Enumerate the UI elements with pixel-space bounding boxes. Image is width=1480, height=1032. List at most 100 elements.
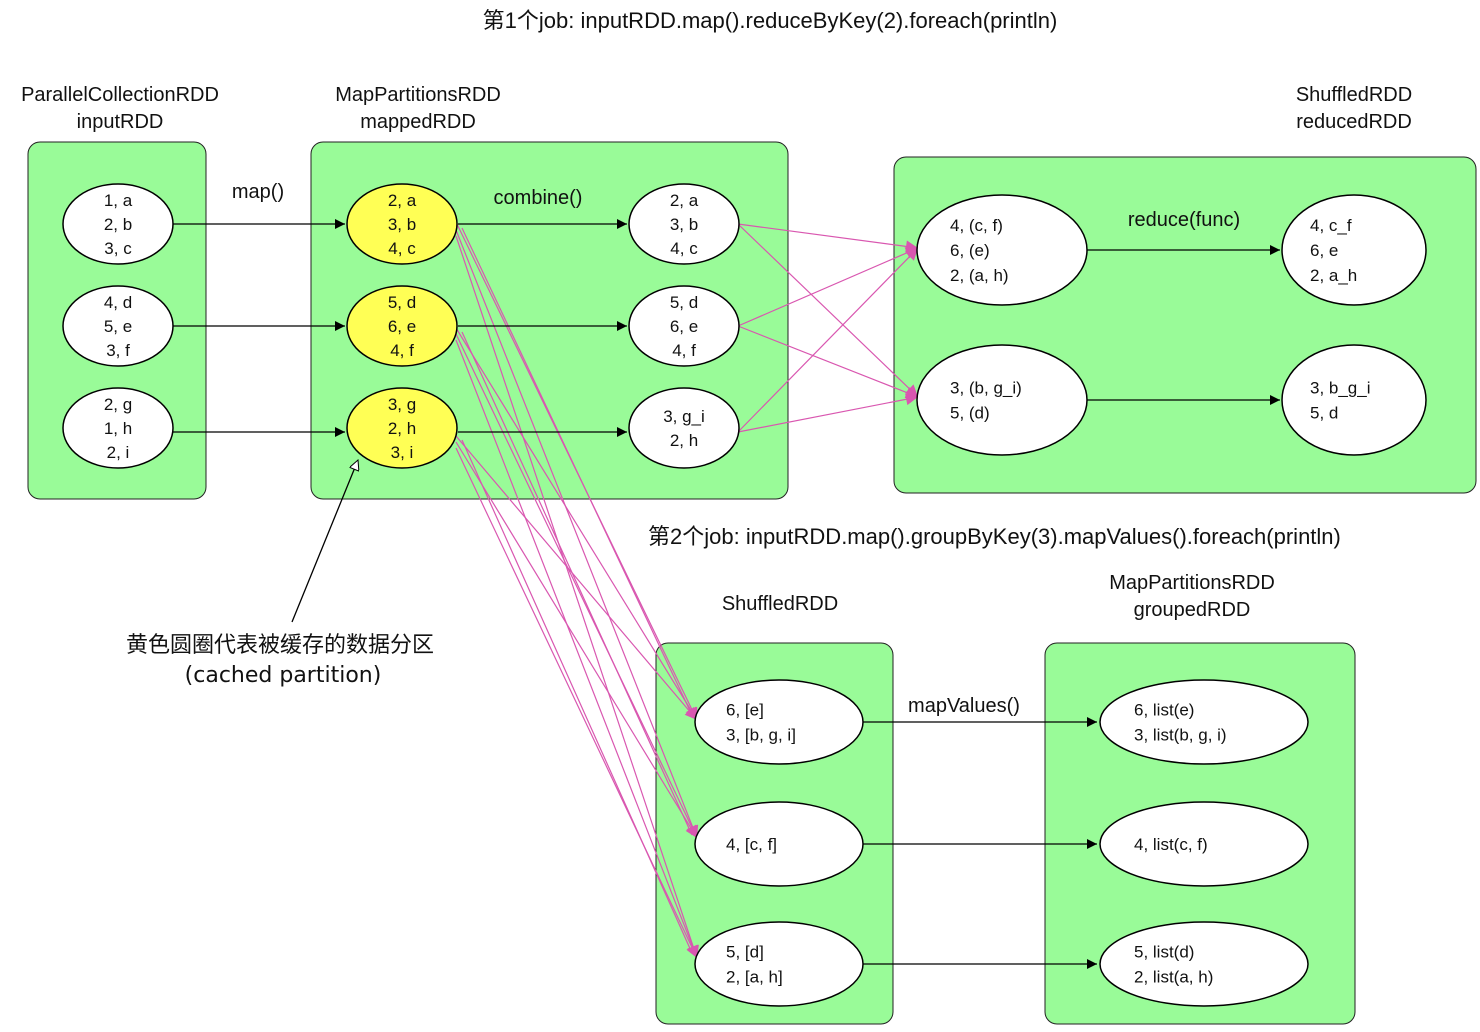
partition-record: 3, c <box>104 239 132 258</box>
input-rdd-type: ParallelCollectionRDD <box>21 84 219 106</box>
partition-record: 2, (a, h) <box>950 266 1009 285</box>
partition-grouped-3: 5, list(d) 2, list(a, h) <box>1099 921 1309 1007</box>
partition-ellipse <box>1281 194 1427 306</box>
partition-record: 2, g <box>104 395 132 414</box>
partition-record: 2, h <box>670 431 698 450</box>
transform-arrows <box>173 219 1280 969</box>
partition-combined-2: 5, d 6, e 4, f <box>628 285 740 367</box>
partition-mapped-1: 2, a 3, b 4, c <box>346 183 458 265</box>
partition-record: 5, d <box>388 293 416 312</box>
partition-shuffled2-1: 6, [e] 3, [b, g, i] <box>694 679 864 765</box>
partition-record: 5, list(d) <box>1134 943 1194 962</box>
partition-reduce-in-1: 4, (c, f) 6, (e) 2, (a, h) <box>916 194 1088 306</box>
grouped-rdd-type: MapPartitionsRDD <box>1109 572 1275 594</box>
partition-ellipse <box>1099 801 1309 887</box>
partition-ellipse <box>628 183 740 265</box>
reduce-op-label: reduce(func) <box>1128 209 1240 231</box>
partition-record: 1, h <box>104 419 132 438</box>
mapped-rdd-name: mappedRDD <box>360 111 476 133</box>
map-op-label: map() <box>232 181 284 203</box>
partition-input-3: 2, g1, h2, i <box>62 387 174 469</box>
partition-record: 6, e <box>388 317 416 336</box>
input-rdd-name: inputRDD <box>77 111 164 133</box>
job1-title: 第1个job: inputRDD.map().reduceByKey(2).fo… <box>483 8 1058 33</box>
partition-record: 6, e <box>670 317 698 336</box>
shuffle-arrows-job2 <box>455 221 699 959</box>
mapvalues-op-label: mapValues() <box>908 695 1020 717</box>
partition-record: 5, d <box>1310 404 1338 423</box>
partition-record: 3, list(b, g, i) <box>1134 726 1227 745</box>
partition-record: 4, c <box>670 239 698 258</box>
partition-ellipse <box>628 285 740 367</box>
partition-ellipse <box>1281 344 1427 456</box>
partition-reduce-out-1: 4, c_f6, e2, a_h <box>1281 194 1427 306</box>
partition-ellipse <box>1099 679 1309 765</box>
partition-record: 4, d <box>104 293 132 312</box>
partition-record: 4, (c, f) <box>950 216 1003 235</box>
partition-shuffled2-2: 4, [c, f] <box>694 801 864 887</box>
partition-record: 5, [d] <box>726 943 764 962</box>
partition-nodes: 1, a2, b3, c4, d5, e3, f2, g1, h2, i2, a… <box>62 183 1427 1007</box>
partition-reduce-out-2: 3, b_g_i 5, d <box>1281 344 1427 456</box>
partition-record: 5, e <box>104 317 132 336</box>
partition-record: 3, f <box>106 341 130 360</box>
partition-record: 3, g <box>388 395 416 414</box>
partition-record: 6, [e] <box>726 701 764 720</box>
partition-ellipse <box>1099 921 1309 1007</box>
partition-input-1: 1, a 2, b 3, c <box>62 183 174 265</box>
partition-record: 3, [b, g, i] <box>726 726 796 745</box>
partition-record: 4, f <box>390 341 414 360</box>
partition-ellipse <box>694 679 864 765</box>
partition-input-2: 4, d 5, e 3, f <box>62 285 174 367</box>
partition-record: 3, b <box>670 215 698 234</box>
partition-combined-3: 3, g_i 2, h <box>628 387 740 469</box>
partition-record: 2, list(a, h) <box>1134 968 1213 987</box>
partition-record: 1, a <box>104 191 133 210</box>
shuffle-arrows-job1 <box>737 223 919 433</box>
grouped-rdd-name: groupedRDD <box>1134 599 1251 621</box>
partition-record: 3, b <box>388 215 416 234</box>
partition-record: 4, f <box>672 341 696 360</box>
cached-partition-ellipse <box>346 285 458 367</box>
partition-mapped-2: 5, d 6, e 4, f <box>346 285 458 367</box>
mapped-rdd-type: MapPartitionsRDD <box>335 84 501 106</box>
partition-record: 6, (e) <box>950 241 990 260</box>
partition-ellipse <box>628 387 740 469</box>
job2-title: 第2个job: inputRDD.map().groupByKey(3).map… <box>648 524 1341 549</box>
partition-ellipse <box>694 921 864 1007</box>
shuffled2-rdd-type: ShuffledRDD <box>722 593 838 615</box>
partition-record: 2, h <box>388 419 416 438</box>
partition-grouped-1: 6, list(e) 3, list(b, g, i) <box>1099 679 1309 765</box>
partition-record: 6, list(e) <box>1134 701 1194 720</box>
partition-reduce-in-2: 3, (b, g_i) 5, (d) <box>916 344 1088 456</box>
partition-shuffled2-3: 5, [d] 2, [a, h] <box>694 921 864 1007</box>
cached-note-line1: 黄色圆圈代表被缓存的数据分区 <box>126 633 434 658</box>
partition-record: 5, (d) <box>950 404 990 423</box>
partition-record: 2, a <box>670 191 699 210</box>
partition-record: 2, [a, h] <box>726 968 783 987</box>
partition-record: 3, g_i <box>663 407 705 426</box>
partition-grouped-2: 4, list(c, f) <box>1099 801 1309 887</box>
partition-record: 5, d <box>670 293 698 312</box>
partition-record: 3, (b, g_i) <box>950 379 1022 398</box>
cached-partition-ellipse <box>346 183 458 265</box>
cached-partition-ellipse <box>346 387 458 469</box>
cached-note-pointer <box>291 460 358 623</box>
partition-ellipse <box>62 387 174 469</box>
partition-ellipse <box>62 183 174 265</box>
partition-ellipse <box>62 285 174 367</box>
partition-ellipse <box>694 801 864 887</box>
partition-record: 4, list(c, f) <box>1134 835 1208 854</box>
combine-op-label: combine() <box>494 187 583 209</box>
cached-note-line2: (cached partition) <box>185 663 382 688</box>
partition-record: 2, b <box>104 215 132 234</box>
partition-record: 4, c <box>388 239 416 258</box>
partition-record: 4, c_f <box>1310 216 1352 235</box>
reduced-rdd-type: ShuffledRDD <box>1296 84 1412 106</box>
partition-record: 3, b_g_i <box>1310 379 1371 398</box>
partition-ellipse <box>916 194 1088 306</box>
partition-mapped-3: 3, g2, h3, i <box>346 387 458 469</box>
partition-record: 6, e <box>1310 241 1338 260</box>
partition-record: 2, a <box>388 191 417 210</box>
